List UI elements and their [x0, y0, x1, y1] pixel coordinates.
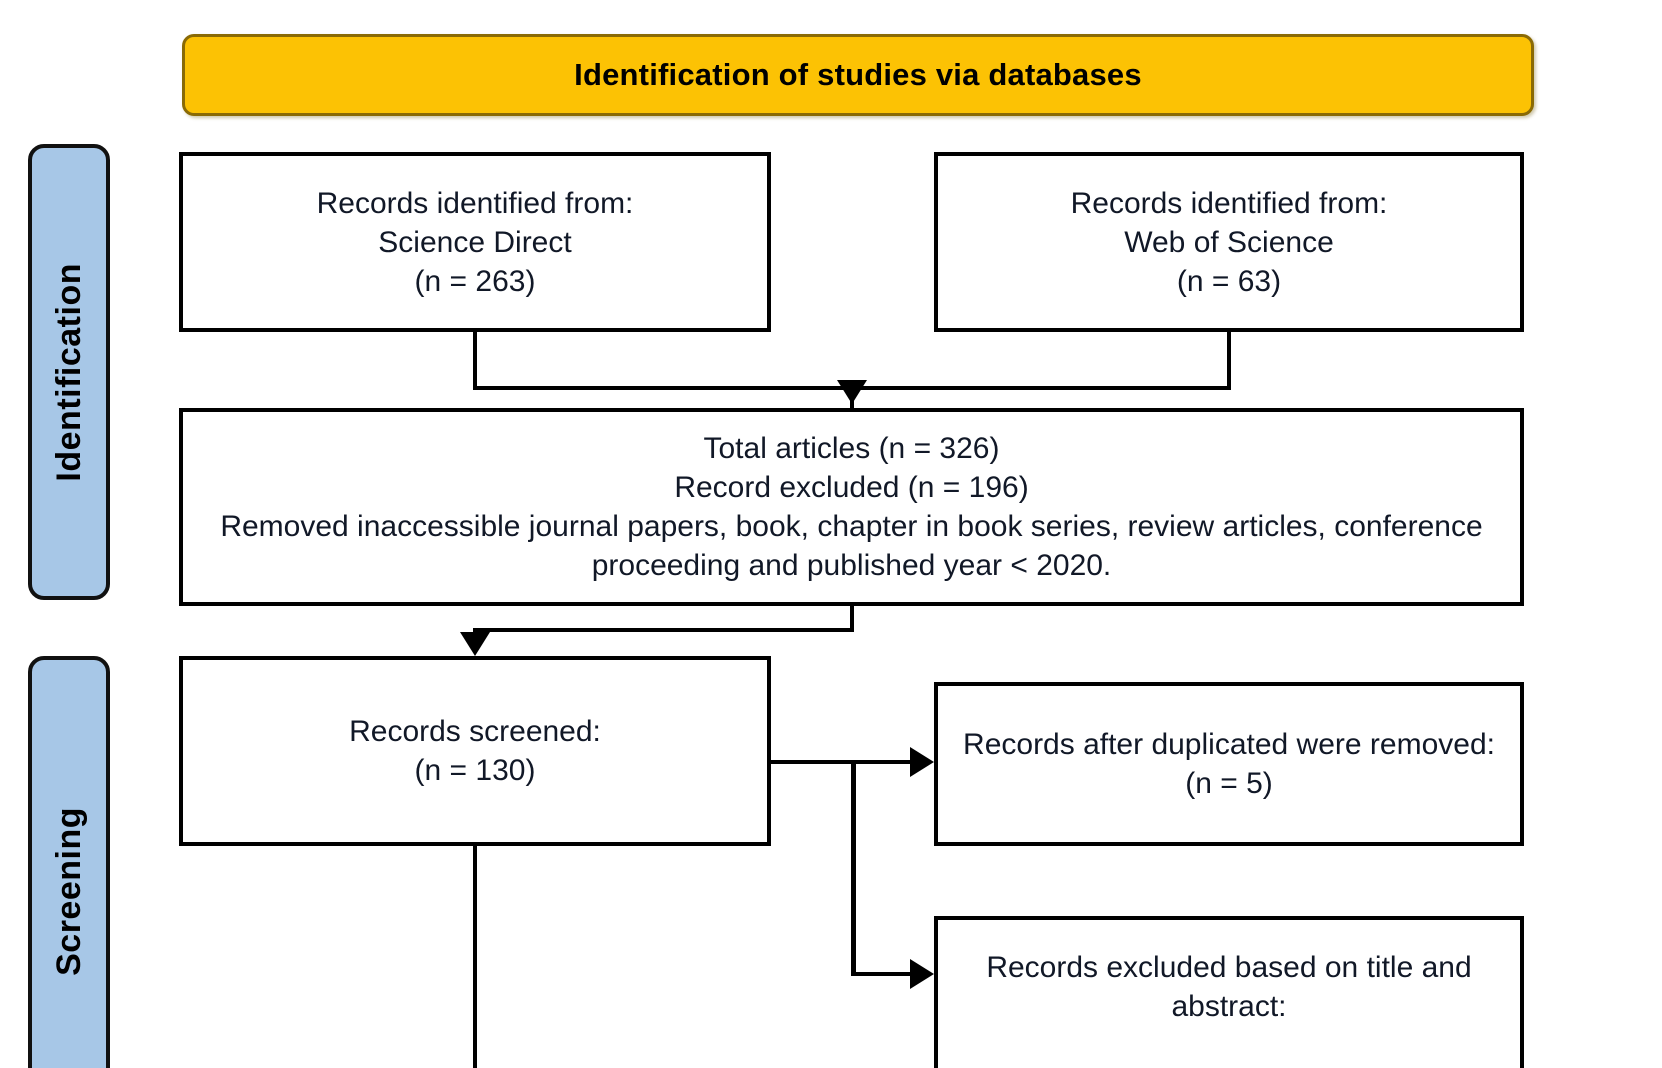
node-records-excluded-title-abstract: Records excluded based on title and abst… — [934, 916, 1524, 1068]
connector-total-down — [850, 606, 854, 632]
connector-web-of-science-down — [1227, 332, 1231, 390]
stage-label-screening-text: Screening — [49, 806, 88, 976]
phase-banner-label: Identification of studies via databases — [574, 57, 1142, 92]
stage-label-screening: Screening — [28, 656, 110, 1068]
node-records-screened: Records screened: (n = 130) — [179, 656, 771, 846]
node-duplicates-removed-text: Records after duplicated were removed: (… — [963, 728, 1495, 800]
arrow-into-duplicates-removed — [910, 747, 934, 777]
node-records-science-direct: Records identified from: Science Direct … — [179, 152, 771, 332]
node-total-articles: Total articles (n = 326) Record excluded… — [179, 408, 1524, 606]
phase-banner-identification-databases: Identification of studies via databases — [182, 34, 1534, 116]
stage-label-identification-text: Identification — [49, 262, 88, 482]
node-duplicates-removed: Records after duplicated were removed: (… — [934, 682, 1524, 846]
node-total-articles-text: Total articles (n = 326) Record excluded… — [220, 432, 1483, 582]
node-records-web-of-science: Records identified from: Web of Science … — [934, 152, 1524, 332]
connector-branch-down-to-excluded — [851, 760, 856, 976]
stage-label-identification: Identification — [28, 144, 110, 600]
node-records-excluded-title-abstract-text: Records excluded based on title and abst… — [986, 951, 1472, 1023]
connector-branch-to-excluded — [851, 972, 923, 976]
connector-screened-to-duplicates — [771, 760, 923, 764]
arrow-into-total-articles — [837, 380, 867, 404]
connector-screened-down-continues — [473, 846, 477, 1068]
node-records-screened-text: Records screened: (n = 130) — [349, 715, 601, 787]
node-records-web-of-science-text: Records identified from: Web of Science … — [1070, 186, 1388, 298]
connector-total-to-screened — [473, 628, 854, 632]
arrow-into-records-screened — [460, 632, 490, 656]
connector-science-direct-down — [473, 332, 477, 390]
node-records-science-direct-text: Records identified from: Science Direct … — [316, 186, 634, 298]
arrow-into-records-excluded — [910, 959, 934, 989]
